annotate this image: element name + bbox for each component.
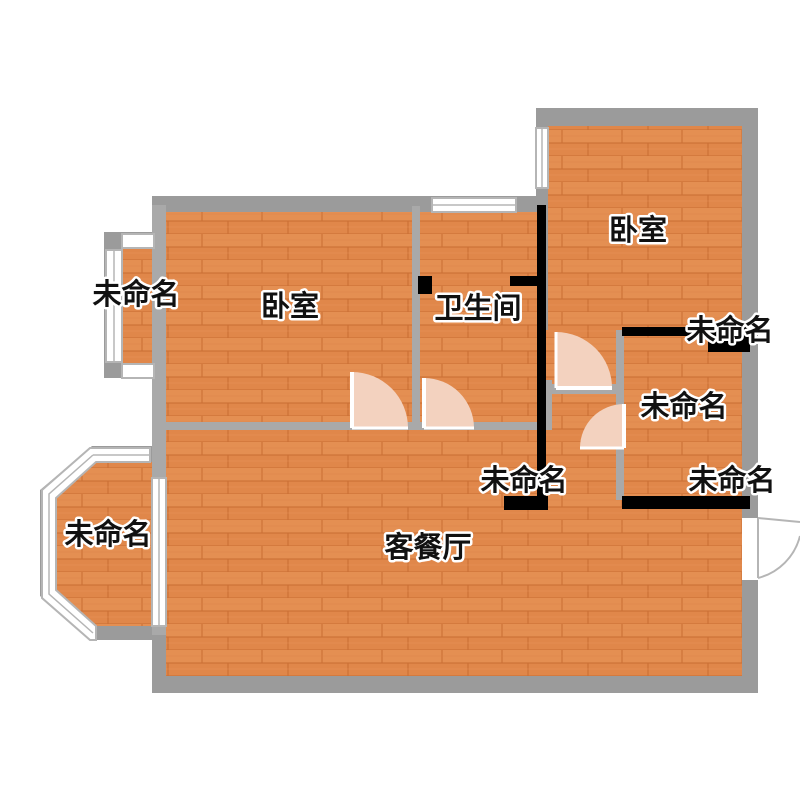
floor-living	[166, 430, 742, 676]
label-bedroom-right: 卧室	[609, 213, 667, 247]
door-bedroom-left	[350, 372, 408, 430]
label-balcony-left-upper: 未命名	[92, 277, 179, 311]
floor-bay-left	[56, 462, 156, 626]
label-bathroom: 卫生间	[434, 291, 521, 325]
doors	[350, 332, 800, 580]
floor-balcony-left	[122, 248, 154, 364]
window-bay-left	[41, 447, 151, 641]
label-right-upper: 未命名	[686, 313, 773, 347]
door-bedroom-right	[554, 332, 612, 390]
windows	[41, 127, 549, 641]
room-labels: 卧室 卧室 卫生间 客餐厅 未命名 未命名 未命名 未命名 未命名 未命名	[62, 211, 778, 567]
black-partitions	[418, 205, 750, 510]
floor-bedroom-right	[548, 126, 742, 336]
label-right-middle: 未命名	[640, 389, 727, 423]
door-entrance	[742, 517, 800, 580]
label-bay-window-left: 未命名	[64, 517, 151, 551]
door-right-middle	[580, 404, 626, 450]
label-bedroom-left: 卧室	[261, 289, 319, 323]
label-hall-center: 未命名	[480, 463, 567, 497]
label-right-lower: 未命名	[688, 463, 775, 497]
label-living-dining: 客餐厅	[384, 530, 471, 564]
door-bathroom	[422, 378, 474, 430]
